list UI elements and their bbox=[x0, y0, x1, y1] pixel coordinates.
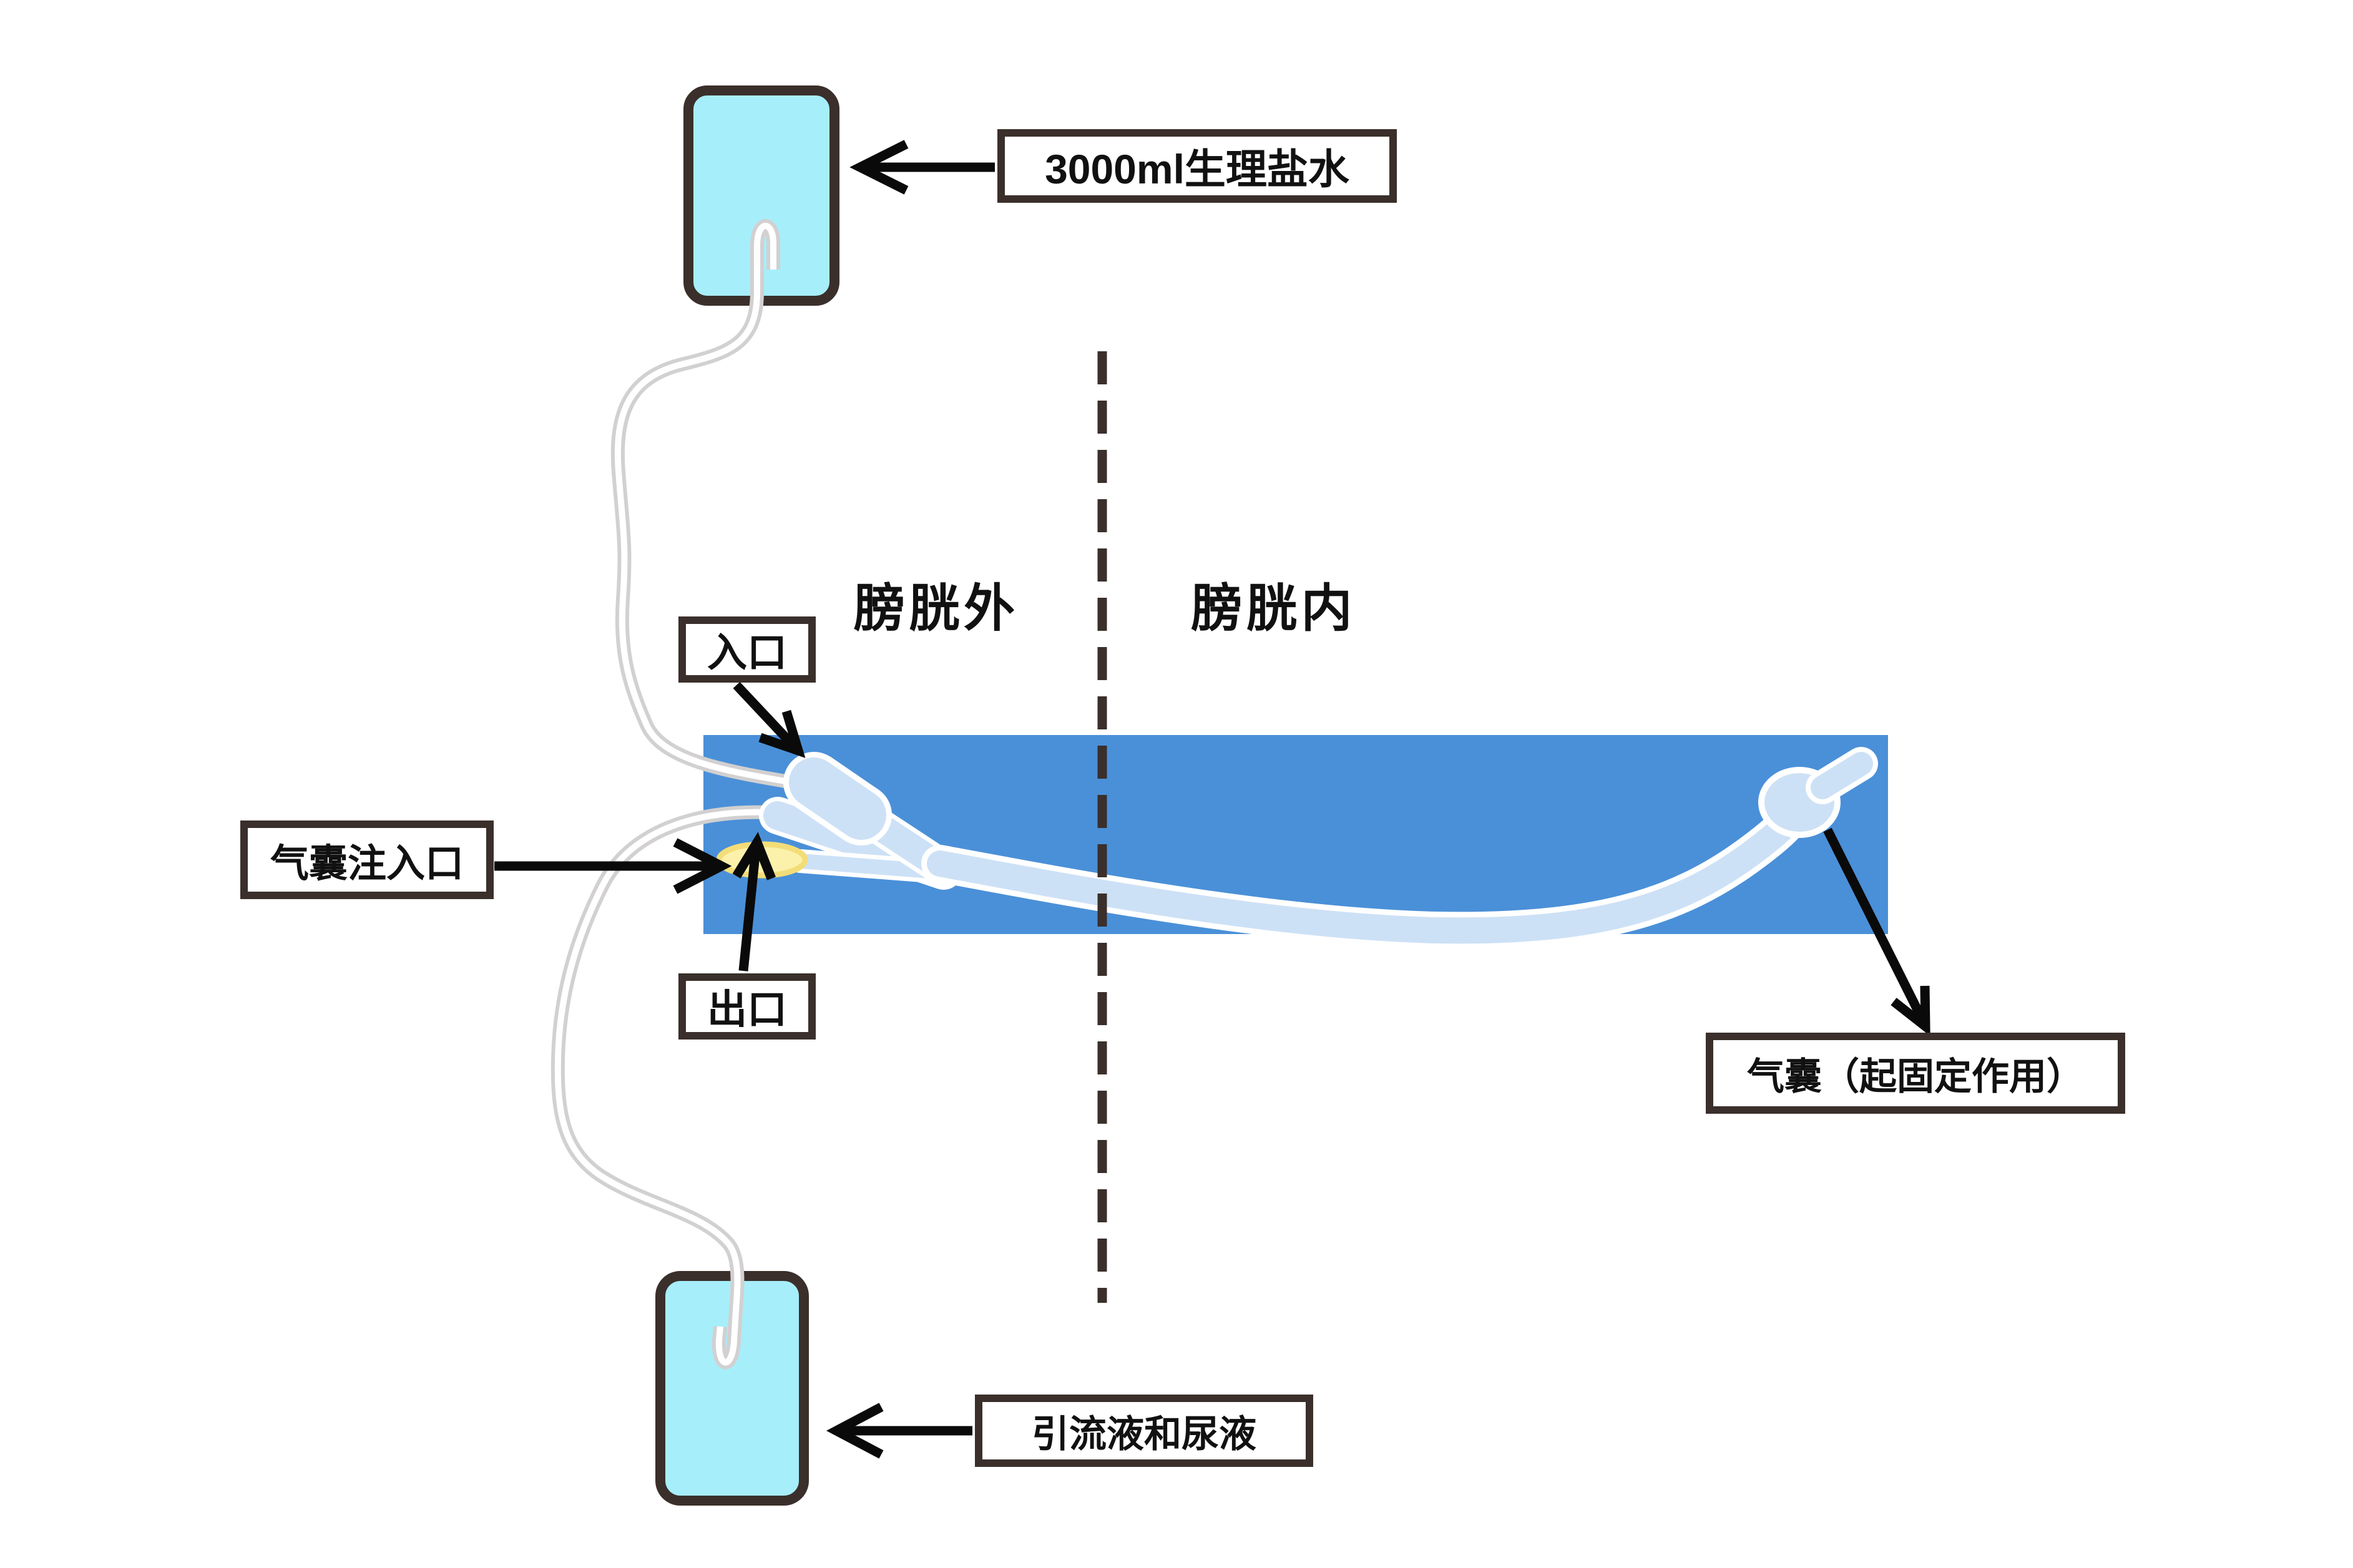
saline-inflow-tube bbox=[610, 219, 786, 788]
outlet-label: 出口 bbox=[678, 973, 816, 1040]
arrow-balloon-port-label-to-tip bbox=[494, 838, 732, 894]
region-label-inside-bladder: 膀胱内 bbox=[1191, 580, 1356, 637]
region-label-outside-bladder: 膀胱外 bbox=[853, 580, 1019, 637]
balloon-port-label: 气囊注入口 bbox=[240, 821, 494, 899]
arrow-inlet-label-to-port bbox=[733, 681, 806, 758]
catheter-tip bbox=[1806, 747, 1878, 804]
arrow-saline-label-to-bag bbox=[849, 140, 995, 195]
inlet-label: 入口 bbox=[678, 616, 816, 683]
arrow-outlet-label-to-port bbox=[732, 832, 776, 971]
drainage-label: 引流液和尿液 bbox=[975, 1395, 1313, 1467]
arrow-balloon-to-label bbox=[1823, 827, 1930, 1036]
fixation-balloon-label: 气囊（起固定作用） bbox=[1706, 1033, 2125, 1114]
catheter-main-shaft bbox=[921, 791, 1817, 950]
arrow-drainage-label-to-bag bbox=[826, 1403, 972, 1459]
saline-bag-label: 3000ml生理盐水 bbox=[997, 129, 1397, 203]
